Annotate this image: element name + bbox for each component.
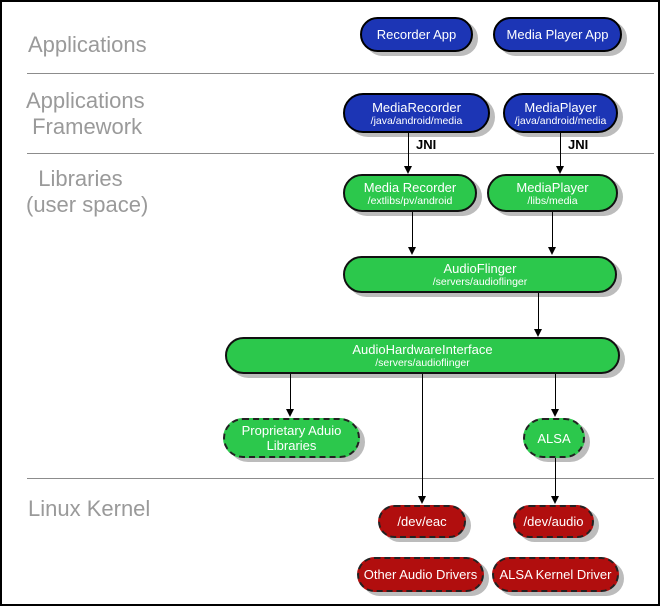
section-label-linux-kernel: Linux Kernel: [28, 496, 151, 521]
node-media-player-app: Media Player App: [493, 17, 622, 52]
arrowhead-icon: [548, 247, 556, 255]
node-label: ALSA Kernel Driver: [499, 567, 612, 582]
node-label: Other Audio Drivers: [363, 567, 478, 582]
node-recorder-app: Recorder App: [360, 17, 473, 52]
edge-label-jni-left: JNI: [416, 137, 437, 152]
divider-framework: [27, 153, 654, 154]
arrowhead-icon: [408, 247, 416, 255]
node-path: /libs/media: [527, 194, 578, 207]
node-media-recorder-lib: Media Recorder /extlibs/pv/android: [343, 174, 477, 212]
arrowhead-icon: [556, 166, 564, 174]
divider-kernel: [27, 478, 654, 479]
arrowhead-icon: [286, 409, 294, 417]
node-path: /java/android/media: [514, 114, 607, 127]
node-label: MediaPlayer: [524, 99, 597, 115]
edge-ahi-to-proprietary: [290, 374, 291, 410]
node-alsa: ALSA: [523, 418, 585, 458]
edge-audioflinger-to-ahi: [538, 293, 539, 330]
section-label-applications-framework: Applications Framework: [26, 88, 145, 139]
edge-recorder-to-audioflinger: [412, 212, 413, 248]
node-label: AudioFlinger: [443, 261, 517, 276]
edge-alsa-to-dev-audio: [555, 458, 556, 497]
node-audiohardwareinterface: AudioHardwareInterface /servers/audiofli…: [225, 337, 620, 374]
node-label: MediaPlayer: [516, 179, 589, 195]
node-audioflinger: AudioFlinger /servers/audioflinger: [343, 256, 617, 293]
edge-ahi-to-alsa: [555, 374, 556, 410]
node-label: AudioHardwareInterface: [352, 342, 493, 357]
node-label: /dev/audio: [523, 514, 584, 529]
node-label: Media Recorder: [363, 179, 457, 195]
edge-label-jni-right: JNI: [568, 137, 589, 152]
section-label-libraries-user-space: Libraries (user space): [26, 166, 149, 217]
edge-player-to-audioflinger: [552, 212, 553, 248]
node-path: /servers/audioflinger: [375, 357, 470, 369]
section-label-applications: Applications: [28, 32, 147, 57]
arrowhead-icon: [534, 329, 542, 337]
node-label: Media Player App: [506, 27, 609, 42]
arrowhead-icon: [418, 496, 426, 504]
node-dev-eac: /dev/eac: [378, 505, 466, 538]
edge-mediarecorder-jni: [408, 133, 409, 167]
arrowhead-icon: [551, 496, 559, 504]
node-path: /extlibs/pv/android: [367, 194, 453, 207]
node-label: ALSA: [537, 430, 571, 446]
divider-applications: [27, 73, 654, 74]
node-label: /dev/eac: [397, 514, 447, 529]
node-proprietary-audio-libraries: Proprietary Aduio Libraries: [223, 418, 360, 458]
arrowhead-icon: [551, 409, 559, 417]
node-alsa-kernel-driver: ALSA Kernel Driver: [492, 557, 619, 592]
node-mediaplayer-lib: MediaPlayer /libs/media: [487, 174, 618, 212]
node-label: MediaRecorder: [372, 99, 461, 115]
node-label: Proprietary Aduio Libraries: [241, 423, 342, 453]
node-path: /servers/audioflinger: [432, 276, 528, 288]
node-label: Recorder App: [376, 27, 457, 42]
arrowhead-icon: [404, 166, 412, 174]
node-dev-audio: /dev/audio: [513, 505, 594, 538]
node-path: /java/android/media: [370, 114, 463, 127]
node-other-audio-drivers: Other Audio Drivers: [357, 557, 484, 592]
node-mediarecorder-framework: MediaRecorder /java/android/media: [343, 93, 490, 133]
node-mediaplayer-framework: MediaPlayer /java/android/media: [503, 93, 618, 133]
edge-mediaplayer-jni: [560, 133, 561, 167]
edge-ahi-to-dev-eac: [422, 374, 423, 497]
